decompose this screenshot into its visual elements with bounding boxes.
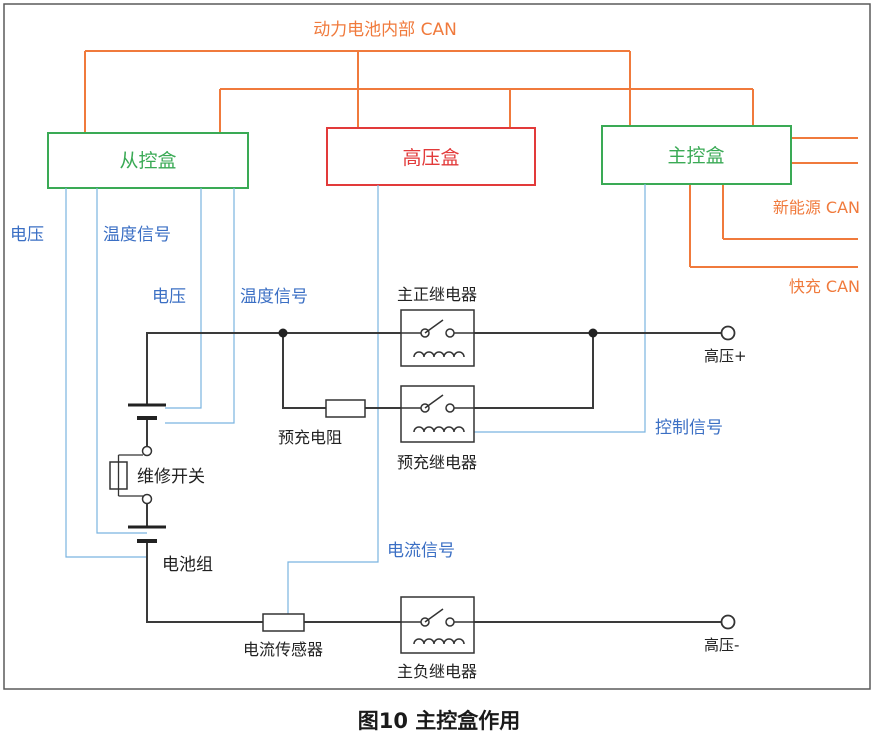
- fast-charge-can-label: 快充 CAN: [789, 277, 860, 296]
- service-switch: [109, 445, 153, 505]
- hv-negative-terminal: [720, 614, 736, 630]
- current-sensor: [262, 613, 305, 632]
- figure-caption: 图10 主控盒作用: [358, 709, 521, 733]
- voltage-signal-label: 电压: [10, 225, 44, 245]
- master-control-box-label: 主控盒: [667, 145, 724, 167]
- can-bus-lines: [84, 50, 858, 268]
- master-control-box: [601, 125, 792, 185]
- battery-cell-bottom: [128, 525, 166, 543]
- battery-pack-label: 电池组: [162, 555, 213, 575]
- slave-control-box: [47, 132, 249, 189]
- hv-positive-terminal: [720, 325, 736, 341]
- precharge-relay-label: 预充继电器: [397, 453, 477, 472]
- current-sensor-label: 电流传感器: [243, 640, 323, 659]
- service-switch-label: 维修开关: [137, 467, 205, 487]
- precharge-resistor: [325, 399, 366, 418]
- battery-cell-top: [128, 403, 166, 420]
- temperature-signal-label: 温度信号: [103, 225, 171, 245]
- main-positive-relay: [400, 309, 475, 367]
- temperature-signal-label: 温度信号: [240, 287, 308, 307]
- new-energy-can-label: 新能源 CAN: [773, 198, 860, 217]
- main-negative-relay-label: 主负继电器: [397, 662, 477, 681]
- precharge-relay: [400, 385, 475, 443]
- junction-dot: [588, 328, 598, 338]
- current-signal-label: 电流信号: [387, 541, 455, 561]
- control-signal-label: 控制信号: [655, 418, 723, 438]
- hv-box-label: 高压盒: [402, 147, 459, 169]
- main-positive-relay-label: 主正继电器: [397, 285, 477, 304]
- voltage-signal-label: 电压: [152, 287, 186, 307]
- junction-dot: [278, 328, 288, 338]
- precharge-resistor-label: 预充电阻: [278, 428, 342, 447]
- signal-lines: [65, 184, 646, 614]
- hv-box: [326, 127, 536, 186]
- internal-can-label: 动力电池内部 CAN: [313, 20, 457, 40]
- slave-control-box-label: 从控盒: [119, 150, 176, 172]
- hv-positive-label: 高压+: [704, 347, 747, 365]
- main-negative-relay: [400, 596, 475, 654]
- hv-negative-label: 高压-: [704, 636, 739, 654]
